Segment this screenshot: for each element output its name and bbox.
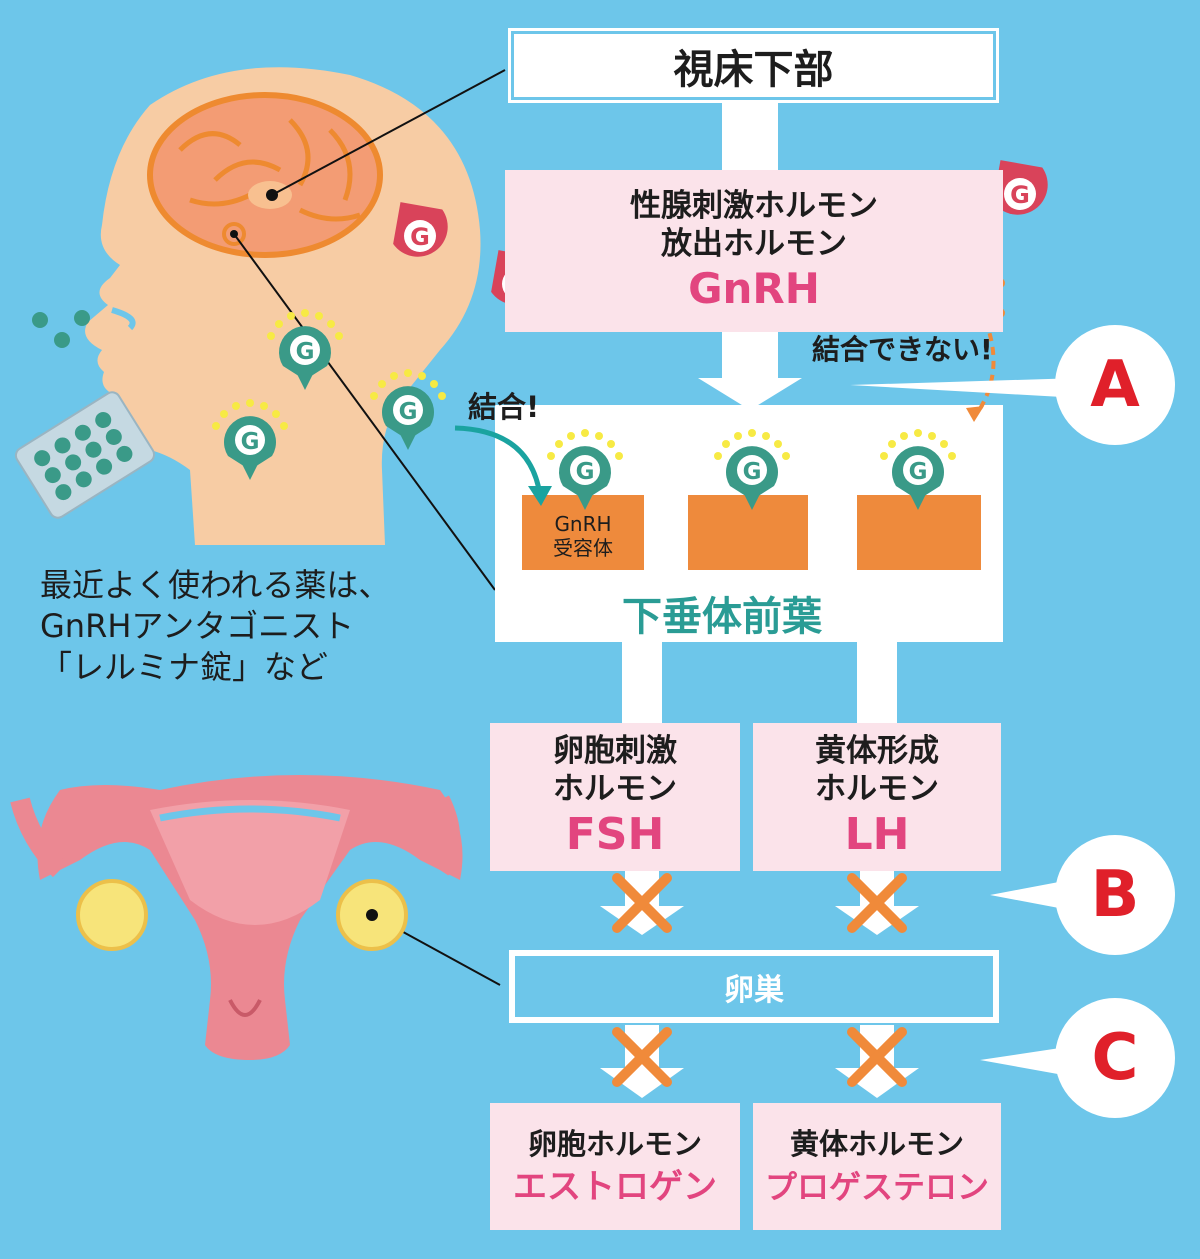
fsh-line2: ホルモン xyxy=(553,771,677,807)
drug-note: 最近よく使われる薬は、 GnRHアンタゴニスト 「レルミナ錠」など xyxy=(40,565,390,688)
callout-a: A xyxy=(1055,325,1175,445)
bind-label: 結合! xyxy=(468,390,540,424)
head-illustration xyxy=(85,67,481,545)
fsh-abbr: FSH xyxy=(565,809,665,860)
pill-blister-pack xyxy=(14,391,156,519)
progesterone-line1: 黄体ホルモン xyxy=(789,1126,964,1161)
lh-box: 黄体形成 ホルモン LH xyxy=(753,723,1001,871)
drug-note-line1: 最近よく使われる薬は、 xyxy=(40,566,391,604)
lh-line2: ホルモン xyxy=(815,771,939,807)
uterus-illustration xyxy=(10,775,463,1060)
progesterone-name: プロゲステロン xyxy=(764,1167,989,1206)
pituitary-label: 下垂体前葉 xyxy=(622,594,822,640)
lh-abbr: LH xyxy=(844,809,910,860)
drug-note-line3: 「レルミナ錠」など xyxy=(40,648,329,686)
callout-b-letter: B xyxy=(1090,858,1140,932)
progesterone-box: 黄体ホルモン プロゲステロン xyxy=(753,1103,1001,1230)
ovary-label: 卵巣 xyxy=(724,972,784,1008)
callout-bubbles xyxy=(850,325,1175,1118)
estrogen-line1: 卵胞ホルモン xyxy=(527,1126,702,1161)
pill-dots xyxy=(32,310,90,348)
bind-arrowhead xyxy=(528,486,552,506)
gnrh-abbr: GnRH xyxy=(688,264,820,313)
cannot-bind-arrowhead xyxy=(966,406,984,422)
drug-note-line2: GnRHアンタゴニスト xyxy=(40,607,355,645)
gnrh-line2: 放出ホルモン xyxy=(661,226,847,262)
cannot-bind-label: 結合できない! xyxy=(812,333,993,366)
receptor-line2: 受容体 xyxy=(553,536,613,560)
receptor-line1: GnRH xyxy=(554,512,612,536)
callout-b: B xyxy=(1055,835,1175,955)
hypothalamus-box: 視床下部 xyxy=(508,28,999,103)
callout-c: C xyxy=(1055,998,1175,1118)
bind-arrow xyxy=(454,425,543,496)
gnrh-line1: 性腺刺激ホルモン xyxy=(630,188,878,224)
lh-line1: 黄体形成 xyxy=(815,733,939,769)
cannot-bind-arrow xyxy=(976,319,996,414)
fsh-box: 卵胞刺激 ホルモン FSH xyxy=(490,723,740,871)
receptor-label: GnRH 受容体 xyxy=(522,507,644,565)
callout-c-letter: C xyxy=(1091,1021,1139,1095)
gnrh-box: 性腺刺激ホルモン 放出ホルモン GnRH xyxy=(505,170,1003,332)
estrogen-name: エストロゲン xyxy=(513,1166,717,1207)
estrogen-box: 卵胞ホルモン エストロゲン xyxy=(490,1103,740,1230)
fsh-line1: 卵胞刺激 xyxy=(553,733,677,769)
ovary-box: 卵巣 xyxy=(509,950,999,1023)
receptors xyxy=(522,495,981,570)
callout-a-letter: A xyxy=(1090,348,1140,422)
hypothalamus-label: 視床下部 xyxy=(673,46,834,93)
